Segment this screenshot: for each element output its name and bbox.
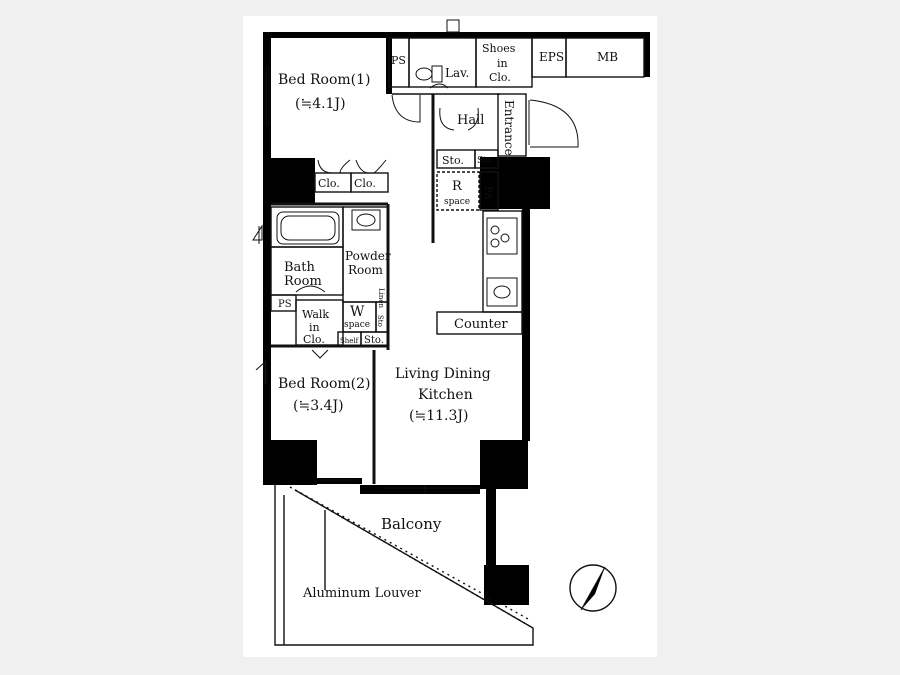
counter-label: Counter bbox=[454, 317, 508, 332]
bedroom2-name: Bed Room(2) bbox=[278, 376, 371, 392]
fixtures-drawing bbox=[276, 19, 518, 307]
partitions bbox=[270, 37, 645, 646]
ldk-size: (≒11.3J) bbox=[409, 408, 468, 424]
lav-label: Lav. bbox=[445, 66, 469, 80]
linen-label: Linen bbox=[377, 288, 385, 309]
powder-line2: Room bbox=[348, 263, 383, 277]
ldk-line2: Kitchen bbox=[418, 387, 473, 403]
north-arrow-icon bbox=[569, 564, 617, 612]
mb-label: MB bbox=[597, 50, 618, 64]
shoes-line2: in bbox=[497, 57, 508, 70]
shelf-label: Shelf bbox=[340, 337, 360, 345]
sto-small-side: Sto bbox=[376, 315, 384, 327]
structural-walls bbox=[263, 32, 650, 605]
eps-label: EPS bbox=[539, 50, 564, 64]
sto-label-bottom: Sto. bbox=[364, 335, 384, 346]
windows bbox=[258, 66, 530, 494]
w-space-line2: space bbox=[344, 320, 370, 330]
bath-line1: Bath bbox=[284, 260, 316, 275]
room-labels: Bed Room(1) (≒4.1J) Bed Room(2) (≒3.4J) … bbox=[278, 72, 508, 601]
r-space-line2: space bbox=[444, 197, 470, 207]
walkin-line2: in bbox=[309, 321, 320, 334]
r-space-line1: R bbox=[452, 179, 463, 194]
louver-label: Aluminum Louver bbox=[302, 586, 421, 601]
door-swings bbox=[252, 83, 579, 384]
shoes-line3: Clo. bbox=[489, 71, 511, 84]
hall-label: Hall bbox=[457, 113, 484, 128]
powder-line1: Powder bbox=[345, 249, 391, 263]
sto-small-hall: Sto bbox=[477, 156, 492, 166]
ps-label-top: PS bbox=[391, 54, 406, 67]
floor-plan-drawing: Bed Room(1) (≒4.1J) Bed Room(2) (≒3.4J) … bbox=[252, 19, 650, 646]
bath-line2: Room bbox=[284, 274, 322, 289]
clo-label-2: Clo. bbox=[354, 177, 376, 190]
walkin-line1: Walk bbox=[302, 308, 329, 321]
ps-label-left: PS bbox=[278, 299, 292, 310]
bedroom2-size: (≒3.4J) bbox=[293, 398, 344, 414]
sto-label-hall: Sto. bbox=[442, 154, 464, 167]
floor-plan-sheet: Bed Room(1) (≒4.1J) Bed Room(2) (≒3.4J) … bbox=[243, 16, 657, 657]
bedroom1-size: (≒4.1J) bbox=[295, 96, 346, 112]
walkin-line3: Clo. bbox=[303, 333, 325, 346]
ps-label-kitchen: PS bbox=[482, 186, 493, 200]
clo-label-1: Clo. bbox=[318, 177, 340, 190]
ldk-line1: Living Dining bbox=[395, 366, 491, 382]
entrance-label: Entrance bbox=[502, 100, 516, 156]
w-space-line1: W bbox=[350, 304, 365, 320]
fixture-labels: Walk in Clo. PS PS Lav. Shoes in Clo. EP… bbox=[278, 42, 618, 346]
balcony-label: Balcony bbox=[381, 515, 442, 533]
shoes-line1: Shoes bbox=[482, 42, 516, 55]
bedroom1-name: Bed Room(1) bbox=[278, 72, 371, 88]
